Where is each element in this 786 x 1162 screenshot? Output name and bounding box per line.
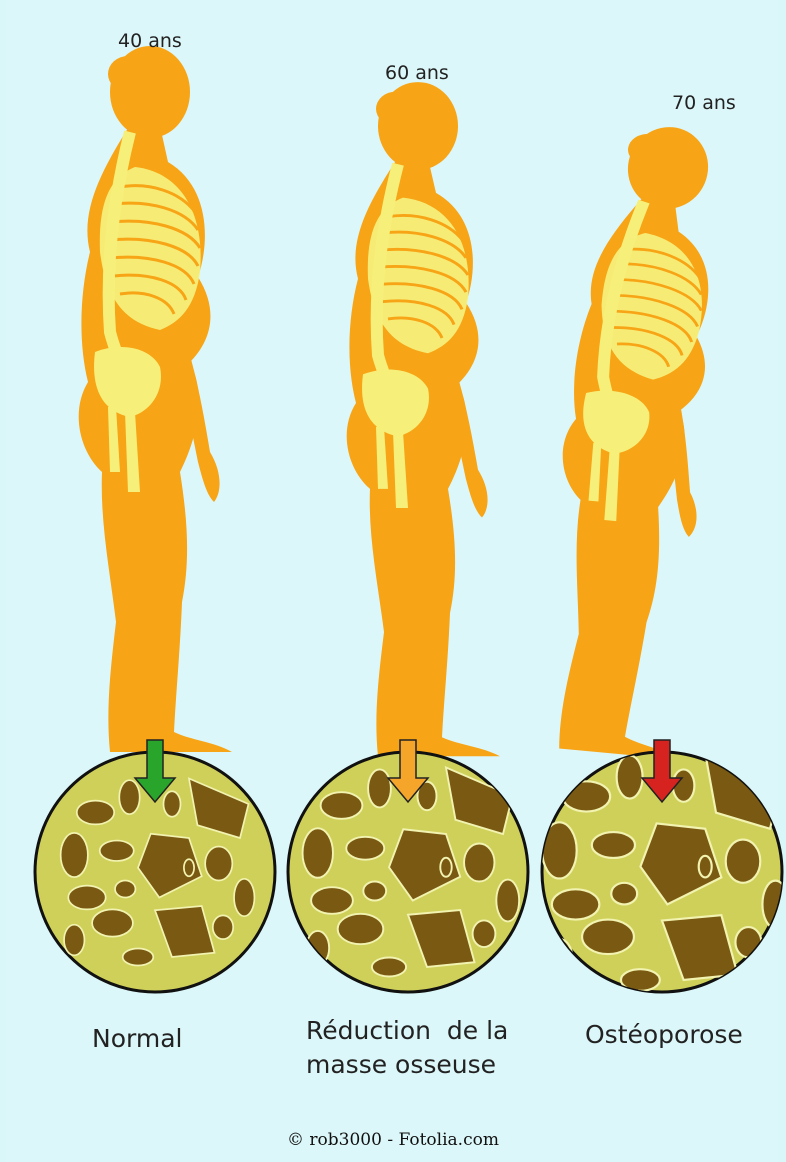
caption-normal: Normal	[92, 1022, 182, 1056]
age-label-60: 60 ans	[385, 62, 449, 84]
silhouette-70	[528, 121, 754, 760]
caption-osteoporose-line-1: Ostéoporose	[585, 1018, 743, 1052]
caption-reduction-line-2: masse osseuse	[306, 1048, 508, 1082]
caption-reduction: Réduction de la masse osseuse	[306, 1014, 508, 1082]
caption-reduction-line-1: Réduction de la	[306, 1014, 508, 1048]
silhouette-40	[79, 46, 232, 752]
silhouette-60	[347, 82, 500, 756]
age-label-70: 70 ans	[672, 92, 736, 114]
caption-normal-line-1: Normal	[92, 1022, 182, 1056]
age-label-40: 40 ans	[118, 30, 182, 52]
copyright-credit: © rob3000 - Fotolia.com	[0, 1130, 786, 1150]
caption-osteoporose: Ostéoporose	[585, 1018, 743, 1052]
